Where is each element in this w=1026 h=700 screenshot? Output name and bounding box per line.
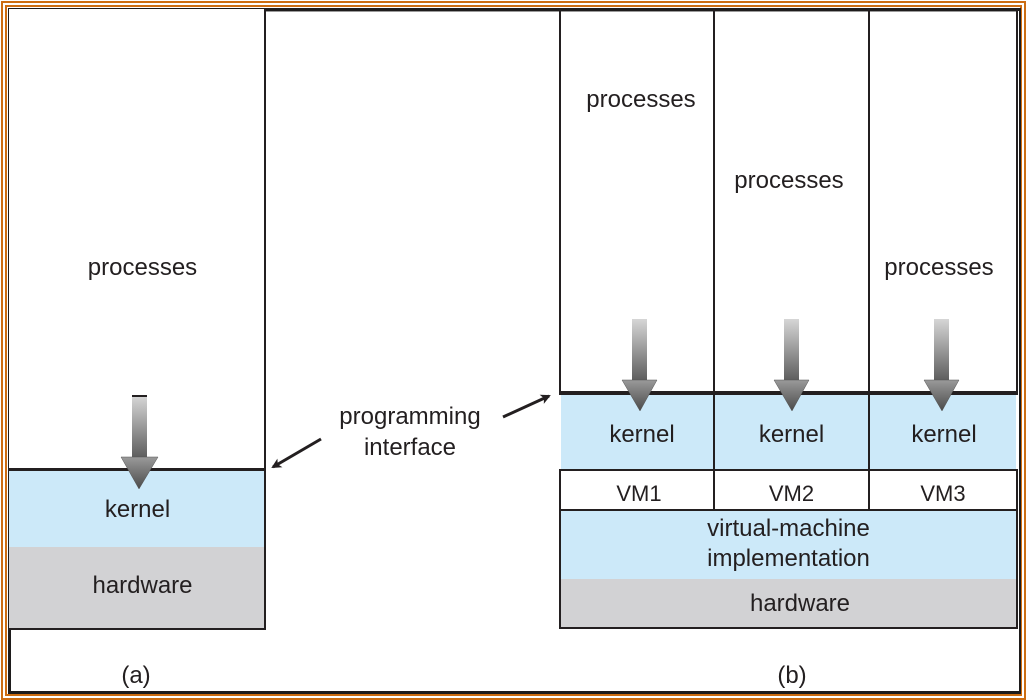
b-vm-divider-2b bbox=[868, 470, 870, 510]
pointer-arrow-right-icon bbox=[502, 394, 551, 419]
b-vm-implementation-layer bbox=[559, 509, 1018, 581]
b-kernel-label-1: kernel bbox=[609, 421, 675, 448]
b-kernel-label-3: kernel bbox=[911, 421, 977, 448]
a-kernel-label: kernel bbox=[104, 496, 171, 523]
frame-inner-border bbox=[5, 5, 1022, 696]
pointer-arrow-left-icon bbox=[271, 437, 322, 469]
b-kernel-bottom-line bbox=[559, 469, 1018, 471]
b-hardware-label: hardware bbox=[749, 590, 851, 617]
b-vm-label-1: VM1 bbox=[616, 481, 662, 506]
a-processes-layer bbox=[9, 9, 266, 470]
b-vm-row bbox=[559, 471, 1018, 510]
b-hardware-layer bbox=[559, 579, 1018, 629]
b-processes-label-3: processes bbox=[884, 254, 994, 281]
frame-highlight bbox=[11, 11, 1016, 12]
b-down-arrow-icon-2 bbox=[773, 319, 810, 412]
b-vm-implementation-label-line1: virtual-machine bbox=[707, 515, 870, 542]
b-column-divider-2 bbox=[868, 9, 870, 471]
b-column-divider-1 bbox=[713, 9, 715, 471]
programming-interface-label-line2: interface bbox=[363, 434, 457, 461]
b-down-arrow-icon-3 bbox=[923, 319, 960, 412]
b-caption: (b) bbox=[777, 662, 807, 689]
b-vm-label-3: VM3 bbox=[920, 481, 966, 506]
a-hardware-layer bbox=[9, 547, 266, 630]
b-processes-region bbox=[559, 9, 1018, 394]
b-down-arrow-icon-1 bbox=[621, 319, 658, 412]
b-processes-label-1: processes bbox=[586, 86, 696, 113]
programming-interface-label-line1: programming bbox=[339, 403, 481, 430]
b-vm-divider-1b bbox=[713, 470, 715, 510]
b-processes-label-2: processes bbox=[734, 167, 844, 194]
b-kernel-label-2: kernel bbox=[758, 421, 825, 448]
b-vm-implementation-label-line2: implementation bbox=[707, 545, 870, 572]
b-kernel-layer-1 bbox=[561, 395, 713, 470]
a-processes-label: processes bbox=[87, 254, 198, 281]
a-caption: (a) bbox=[121, 662, 151, 689]
a-hardware-label: hardware bbox=[92, 572, 193, 599]
b-vm-label-2: VM2 bbox=[768, 481, 815, 506]
a-down-arrow-icon bbox=[120, 395, 159, 490]
